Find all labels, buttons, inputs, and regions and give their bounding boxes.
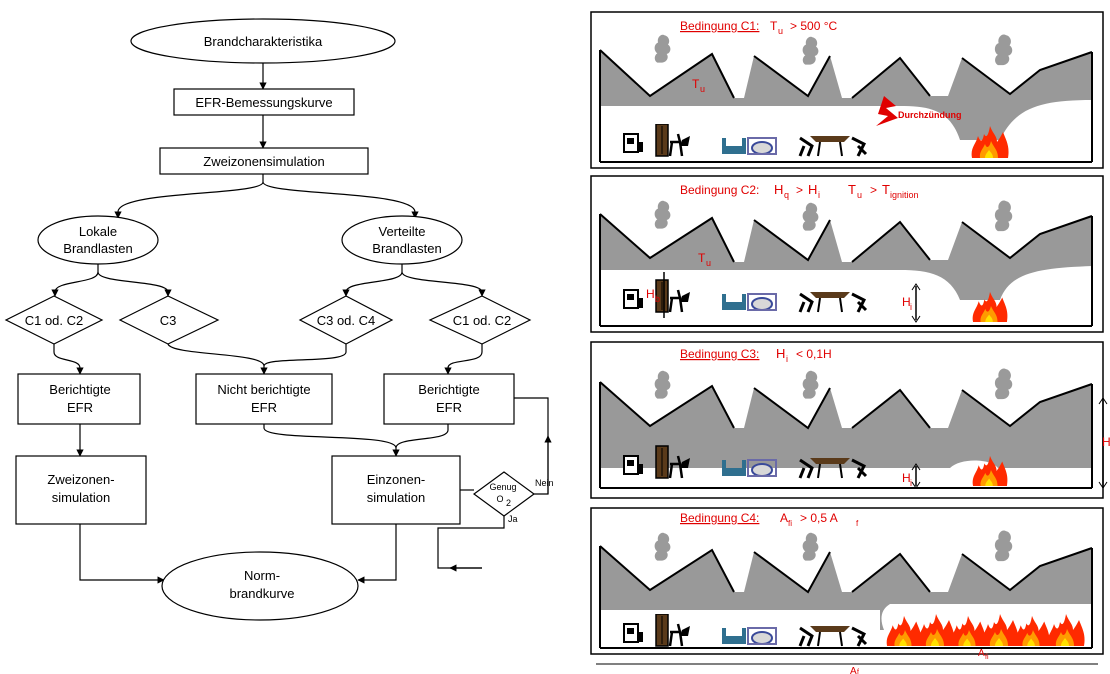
c1-bedingung: Bedingung C1:	[680, 19, 759, 33]
label-berichtigte-right-2: EFR	[436, 400, 462, 415]
node-berichtigte-efr-left	[17, 373, 141, 425]
label-norm-1: Norm-	[244, 568, 280, 583]
label-berichtigte-right-1: Berichtigte	[418, 382, 479, 397]
c2-tu-sub: u	[857, 190, 862, 200]
c4-cond-sub: f	[856, 519, 859, 528]
label-c3-c4: C3 od. C4	[317, 313, 376, 328]
label-berichtigte-left-1: Berichtigte	[49, 382, 110, 397]
c2-layer-tu-sub: u	[706, 258, 711, 268]
c2-hi-marker: H	[902, 295, 911, 309]
c1-layer-tu-sub: u	[700, 84, 705, 94]
c4-afi-sub: fi	[788, 519, 792, 528]
label-zweizonen-2: simulation	[52, 490, 111, 505]
label-lokale-2: Brandlasten	[63, 241, 132, 256]
c4-afi: A	[780, 511, 788, 525]
c4-af: A	[850, 666, 857, 674]
c1-durchzuendung: Durchzündung	[898, 110, 962, 120]
c2-tu: T	[848, 182, 856, 197]
lightning-icon	[876, 96, 898, 126]
c1-cond: > 500 °C	[790, 19, 837, 33]
node-einzonen-simulation	[331, 455, 461, 525]
c3-cond: < 0,1H	[796, 347, 832, 361]
c4-bedingung: Bedingung C4:	[680, 511, 759, 525]
c2-gt1: >	[796, 183, 803, 197]
c4-afi-marker-sub: fi	[985, 654, 989, 661]
label-ja: Ja	[508, 514, 518, 524]
c2-bedingung: Bedingung C2:	[680, 183, 759, 197]
c2-hq-sub: q	[784, 190, 789, 200]
label-c1-c2-right: C1 od. C2	[453, 313, 512, 328]
label-zweizonen-1: Zweizonen-	[47, 472, 114, 487]
node-efr-bemessungskurve	[173, 88, 355, 116]
node-normbrandkurve	[161, 551, 359, 621]
label-brandcharakteristika: Brandcharakteristika	[204, 34, 323, 49]
c4-cond: > 0,5 A	[800, 511, 838, 525]
c3-h-right: H	[1102, 435, 1110, 449]
node-zweizonensimulation	[159, 147, 369, 175]
label-einzonen-1: Einzonen-	[367, 472, 426, 487]
panel-c2: Bedingung C2: H q > H i T u > T ignition…	[590, 175, 1104, 333]
label-nein: Nein	[535, 478, 554, 488]
c1-tu-sub: u	[778, 26, 783, 36]
label-norm-2: brandkurve	[229, 586, 294, 601]
c3-hi-sub: i	[786, 354, 788, 364]
label-nicht-berichtigte-1: Nicht berichtigte	[217, 382, 310, 397]
label-c3: C3	[160, 313, 177, 328]
node-nicht-berichtigte-efr	[195, 373, 333, 425]
panel-c1: Bedingung C1: T u > 500 °C T u Durchzünd…	[590, 11, 1104, 169]
c2-layer-tu: T	[698, 251, 706, 265]
c2-hi-marker-sub: i	[910, 302, 912, 312]
label-o-sub: 2	[506, 498, 511, 508]
label-berichtigte-left-2: EFR	[67, 400, 93, 415]
c3-hi: H	[776, 346, 785, 361]
c3-bedingung: Bedingung C3:	[680, 347, 759, 361]
label-nicht-berichtigte-2: EFR	[251, 400, 277, 415]
c2-hq: H	[774, 182, 783, 197]
node-berichtigte-efr-right	[383, 373, 515, 425]
node-genug-o2	[472, 471, 536, 517]
label-zweizonensimulation: Zweizonensimulation	[203, 154, 324, 169]
label-lokale-1: Lokale	[79, 224, 117, 239]
c2-tign-sub: ignition	[890, 190, 919, 200]
c2-gt2: >	[870, 183, 877, 197]
label-einzonen-2: simulation	[367, 490, 426, 505]
c2-hi-sub: i	[818, 190, 820, 200]
c2-hi: H	[808, 182, 817, 197]
flowchart	[4, 18, 552, 621]
c3-hi-marker: H	[902, 471, 911, 485]
label-verteilte-1: Verteilte	[379, 224, 426, 239]
c2-tign: T	[882, 182, 890, 197]
node-zweizonen-simulation	[15, 455, 147, 525]
flowchart-labels: Brandcharakteristika EFR-Bemessungskurve…	[25, 34, 554, 601]
c2-hb: H	[646, 287, 655, 301]
c4-afi-marker: A	[978, 648, 985, 659]
c4-af-sub: f	[857, 669, 859, 674]
panel-c4: Bedingung C4: A fi > 0,5 A f A fi A f	[590, 507, 1104, 674]
label-o: O	[496, 494, 503, 504]
c2-hb-sub: b	[655, 294, 660, 304]
panel-c3: Bedingung C3: H i < 0,1H H i H	[590, 341, 1110, 499]
smoke-layer	[600, 50, 1092, 140]
c1-tu: T	[770, 19, 778, 33]
label-efr-bemessungskurve: EFR-Bemessungskurve	[195, 95, 332, 110]
c3-hi-marker-sub: i	[910, 478, 912, 488]
label-genug: Genug	[489, 482, 516, 492]
label-c1-c2-left: C1 od. C2	[25, 313, 84, 328]
c1-layer-tu: T	[692, 77, 700, 91]
label-verteilte-2: Brandlasten	[372, 241, 441, 256]
